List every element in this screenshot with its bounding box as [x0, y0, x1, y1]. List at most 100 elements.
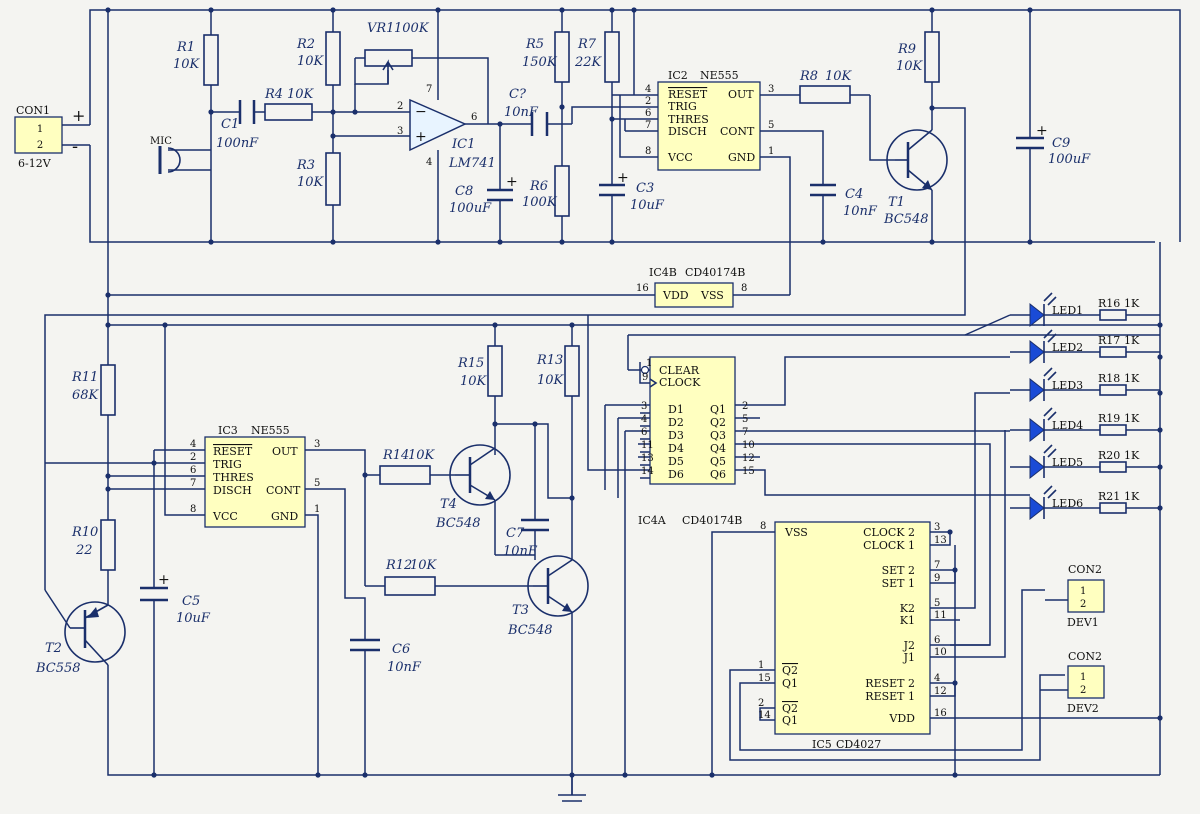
- svg-text:4: 4: [190, 439, 196, 450]
- svg-text:10K: 10K: [297, 54, 325, 69]
- ic4a-q-pin: 7: [742, 427, 748, 438]
- svg-text:NE555: NE555: [700, 69, 739, 82]
- ic5-right-pin-num: 6: [934, 635, 940, 646]
- led-diode-icon: [1029, 377, 1045, 403]
- svg-text:C5: C5: [182, 594, 200, 609]
- ic5-right-pin-label: K1: [900, 614, 915, 627]
- svg-text:22K: 22K: [574, 55, 603, 70]
- svg-text:C7: C7: [506, 526, 525, 541]
- ic5-right-pin-num: 9: [934, 573, 940, 584]
- con1-name: CON1: [16, 104, 50, 117]
- capacitor-c8: + C8 100uF: [449, 174, 518, 216]
- svg-text:2: 2: [190, 452, 196, 463]
- led-label: LED4: [1052, 419, 1083, 432]
- ic5-right-pin-num: 7: [934, 560, 940, 571]
- svg-text:10K: 10K: [825, 69, 853, 84]
- svg-text:9: 9: [642, 372, 648, 383]
- svg-text:8: 8: [645, 146, 651, 157]
- ic5-right-pin-label: K2: [900, 602, 915, 615]
- svg-text:C?: C?: [509, 87, 527, 102]
- svg-text:3: 3: [314, 439, 320, 450]
- svg-text:R13: R13: [536, 353, 563, 368]
- con2-dev2-connector: 1 2 CON2 DEV2: [1067, 650, 1105, 715]
- svg-text:CON2: CON2: [1068, 563, 1102, 576]
- ic4a-type: CD40174B: [682, 514, 742, 527]
- svg-text:NE555: NE555: [251, 424, 290, 437]
- ic4a-d-pin: 14: [641, 466, 654, 477]
- led-resistor-ref: R20: [1098, 449, 1120, 462]
- led-resistor-ref: R18: [1098, 372, 1120, 385]
- svg-text:CONT: CONT: [720, 125, 755, 138]
- led-resistor-value: 1K: [1124, 297, 1140, 310]
- ic5-right-pin-num: 3: [934, 522, 940, 533]
- svg-text:T3: T3: [512, 603, 529, 618]
- led-resistor-ref: R19: [1098, 412, 1120, 425]
- svg-text:10K: 10K: [460, 374, 488, 389]
- svg-text:+: +: [617, 170, 629, 186]
- svg-text:R3: R3: [296, 158, 315, 173]
- svg-text:2: 2: [397, 101, 403, 112]
- led-label: LED1: [1052, 304, 1083, 317]
- svg-text:+: +: [158, 572, 170, 588]
- svg-text:R10: R10: [71, 525, 98, 540]
- con1-pin1: 1: [37, 124, 43, 135]
- microphone: MIC: [150, 136, 185, 174]
- svg-text:4: 4: [426, 157, 432, 168]
- svg-text:2: 2: [1080, 685, 1086, 696]
- svg-text:10nF: 10nF: [843, 204, 878, 219]
- svg-text:BC558: BC558: [35, 661, 81, 676]
- ic5-right-pin-label: SET 1: [882, 577, 915, 590]
- resistor-r11: R11 68K: [71, 364, 116, 416]
- svg-text:TRIG: TRIG: [213, 458, 242, 471]
- transistor-t2: T2 BC558: [35, 601, 126, 676]
- led-diode-icon: [1029, 339, 1045, 365]
- resistor-r15: R15 10K: [457, 345, 503, 397]
- svg-text:2: 2: [645, 96, 651, 107]
- svg-text:10nF: 10nF: [503, 544, 538, 559]
- svg-text:16: 16: [636, 283, 649, 294]
- svg-text:DISCH: DISCH: [213, 484, 252, 497]
- svg-text:10K: 10K: [537, 373, 565, 388]
- led-resistor-value: 1K: [1124, 490, 1140, 503]
- ic4a-d-pin: 4: [641, 414, 647, 425]
- ic4a-d-pin: 6: [641, 427, 647, 438]
- ic4a-q-pin: 15: [742, 466, 755, 477]
- ic5-left-pin-label: Q1: [782, 677, 798, 690]
- svg-text:C9: C9: [1052, 136, 1070, 151]
- ic5-right-pin-label: CLOCK 2: [863, 526, 915, 539]
- svg-text:10K: 10K: [173, 57, 201, 72]
- svg-text:T2: T2: [45, 641, 62, 656]
- svg-text:100uF: 100uF: [449, 201, 492, 216]
- ic5-right-pin-label: CLOCK 1: [863, 539, 915, 552]
- transistor-t1: T1 BC548: [883, 129, 948, 227]
- ic4a-d-label: D1: [668, 403, 684, 416]
- svg-text:R7: R7: [577, 37, 597, 52]
- con1-pin2: 2: [37, 140, 43, 151]
- capacitor-c7: C7 10nF: [503, 518, 549, 559]
- svg-text:VSS: VSS: [700, 289, 724, 302]
- svg-text:IC4B: IC4B: [649, 266, 677, 279]
- ic4a-q-pin: 5: [742, 414, 748, 425]
- ic5-right-pin-num: 11: [934, 610, 947, 621]
- led-resistor: [1099, 309, 1127, 321]
- svg-text:3: 3: [397, 126, 403, 137]
- svg-text:VCC: VCC: [667, 151, 693, 164]
- ic5-type: CD4027: [836, 738, 881, 751]
- led-label: LED3: [1052, 379, 1083, 392]
- svg-text:1: 1: [314, 504, 320, 515]
- ic4a-q-pin: 12: [742, 453, 755, 464]
- svg-text:BC548: BC548: [883, 212, 929, 227]
- wires: [44, 9, 1181, 796]
- ic5-right-pin-num: 10: [934, 647, 947, 658]
- ic4a-q-label: Q2: [710, 416, 726, 429]
- svg-text:VDD: VDD: [662, 289, 689, 302]
- svg-text:6: 6: [645, 108, 651, 119]
- ic5-right-pin-label: J1: [903, 651, 915, 664]
- led-label: LED5: [1052, 456, 1083, 469]
- led-label: LED2: [1052, 341, 1083, 354]
- svg-text:R1: R1: [176, 40, 195, 55]
